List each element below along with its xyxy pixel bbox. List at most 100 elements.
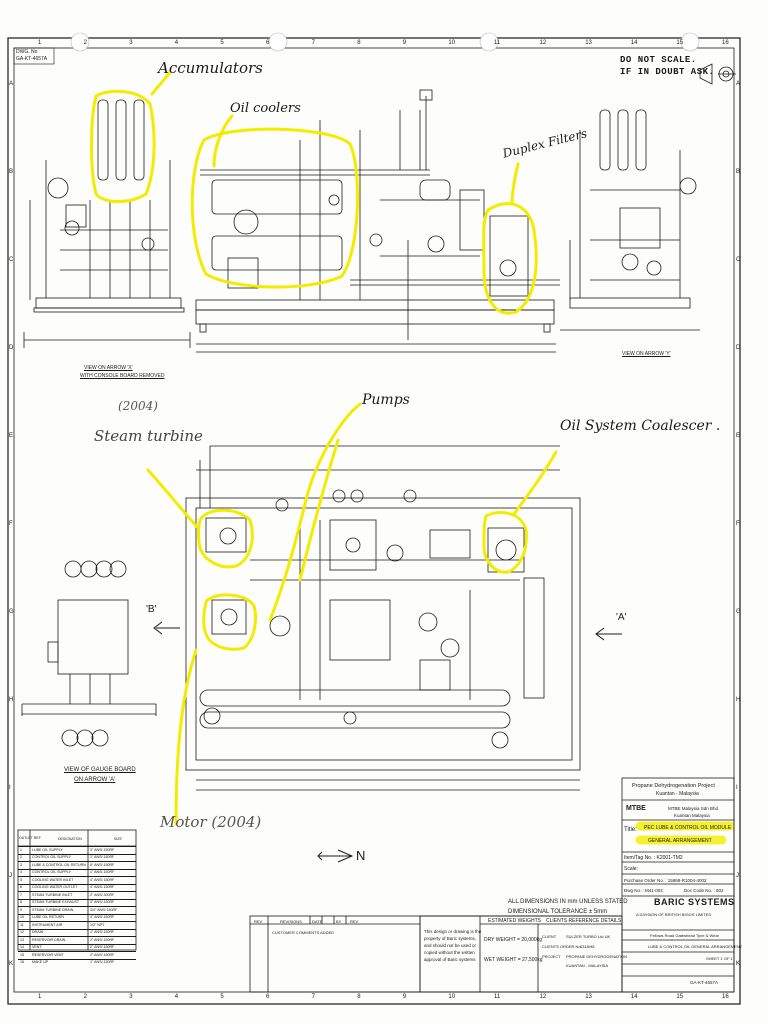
pumps-label: Pumps [362, 392, 410, 408]
duplex-filters-leader [510, 162, 520, 206]
title-line-1: PEC LUBE & CONTROL OIL MODULE [644, 825, 732, 831]
legend-designation: LUBE OIL SUPPLY [32, 847, 63, 852]
row-marker: F [9, 521, 13, 527]
legend-ref: 15 [20, 952, 24, 957]
pumps-leader-2 [298, 438, 340, 582]
legend-ref: 16 [20, 960, 24, 964]
legend-row: 4 CONTROL OIL SUPPLY 1" ANSI 150RF [18, 868, 136, 877]
revisions-header: REVISIONS [280, 919, 302, 924]
tolerance-note: DIMENSIONAL TOLERANCE ± 5mm [508, 909, 608, 915]
column-marker: 7 [311, 40, 315, 46]
coalescer-leader [512, 450, 558, 516]
row-marker: E [736, 433, 741, 439]
legend-header-ref: OUTLET REF [19, 836, 41, 840]
title-block-frame [17, 777, 735, 993]
column-marker: 13 [585, 40, 592, 46]
legend-size: 3" ANSI 150RF [90, 847, 115, 852]
column-marker: 12 [539, 40, 547, 46]
legend-size: 2" ANSI 150RF [90, 945, 115, 949]
sheet-number: SHEET 1 OF 1 [706, 956, 733, 961]
view-x-label: VIEW ON ARROW 'X' [84, 365, 133, 371]
legend-ref: 2 [20, 855, 22, 859]
legend-header-row: OUTLET REF DESIGNATION SIZE [18, 831, 136, 846]
dwg-no-label: DWG. No [16, 49, 38, 55]
column-marker: 15 [676, 994, 684, 1000]
steam-turbine-highlight [197, 508, 254, 569]
legend-size: 4" ANSI 150RF [90, 915, 115, 919]
accumulators-label: Accumulators [158, 59, 263, 77]
legend-ref: 10 [20, 915, 24, 919]
by-header: BY [336, 919, 342, 924]
arrow-b-icon [153, 621, 180, 635]
arrow-a-icon [595, 627, 622, 641]
scale-notice-line1: DO NOT SCALE. [620, 55, 697, 65]
view-x-sub-label: WITH CONSOLE BOARD REMOVED [80, 373, 165, 379]
row-marker: J [736, 873, 739, 879]
legend-designation: RESERVOIR DRAIN [32, 937, 66, 942]
plan-view [185, 445, 581, 791]
doc-code: Doc Code No. : 602 [684, 888, 724, 893]
row-marker: C [9, 257, 14, 263]
legend-size: 1" ANSI 150RF [90, 870, 115, 874]
row-marker: A [736, 81, 741, 87]
column-marker: 7 [311, 994, 315, 1000]
north-arrow-icon [317, 849, 354, 863]
legend-ref: 4 [20, 870, 22, 874]
title-label: Title: [624, 827, 637, 833]
legend-designation: DRAIN [32, 930, 44, 934]
view-y-label: VIEW ON ARROW 'Y' [622, 351, 671, 357]
oil-coolers-leader [212, 114, 234, 168]
column-marker: 3 [129, 994, 133, 1000]
legend-ref: 11 [20, 922, 24, 927]
mtbe-logo: MTBE [626, 805, 646, 812]
scale-label: Scale: [624, 866, 638, 872]
row-marker: F [736, 521, 740, 527]
legend-designation: COOLING WATER OUTLET [32, 885, 78, 889]
legend-designation: STEAM TURBINE EXHAUST [32, 900, 80, 904]
main-elevation [195, 89, 560, 353]
legend-designation: CONTROL OIL SUPPLY [32, 870, 72, 874]
highlight-annotations [90, 70, 735, 845]
rev-header-2: REV [350, 919, 359, 924]
column-marker: 4 [174, 994, 179, 1000]
arrow-a-label: 'A' [616, 612, 627, 623]
legend-ref: 13 [20, 937, 24, 942]
motor-leader [174, 648, 198, 826]
legend-ref: 7 [20, 892, 22, 897]
row-marker: K [736, 961, 741, 967]
legend-ref: 5 [20, 877, 22, 882]
legend-designation: STEAM TURBINE DRAIN [32, 907, 74, 912]
oil-coolers-label: Oil coolers [230, 101, 301, 116]
accumulators-highlight [90, 89, 156, 203]
dwg-number: Dwg No. : M41-002 [624, 888, 663, 893]
column-marker: 4 [174, 40, 179, 46]
column-marker: 13 [585, 994, 592, 1000]
legend-header-size: SIZE [114, 837, 122, 841]
item-tag: Item/Tag No. : K2001-TM2 [624, 855, 683, 861]
column-marker: 5 [220, 994, 224, 1000]
legend-size: 1" ANSI 150RF [90, 930, 115, 934]
legend-ref: 6 [20, 885, 22, 889]
column-marker: 8 [357, 994, 361, 1000]
motor-highlight [202, 593, 258, 651]
motor-label: Motor (2004) [160, 813, 262, 831]
drawing-title: LUBE & CONTROL OIL GENERAL ARRANGEMENT [648, 944, 743, 949]
project-location-title: Kuantan - Malaysia [656, 791, 699, 797]
column-marker: 10 [448, 40, 456, 46]
legend-ref: 3 [20, 862, 22, 867]
row-marker: C [736, 257, 741, 263]
property-note-line: property of Baric systems, [424, 936, 477, 941]
steam-turbine-label: Steam turbine [94, 427, 203, 445]
pumps-leader [268, 402, 362, 622]
project-label: PROJECT [542, 954, 561, 959]
duplex-filters-highlight [482, 202, 538, 315]
dimension-note: ALL DIMENSIONS IN mm UNLESS STATED [508, 899, 628, 905]
company-location: Kuantan Malaysia [674, 813, 710, 818]
projection-symbol-icon [699, 63, 736, 85]
